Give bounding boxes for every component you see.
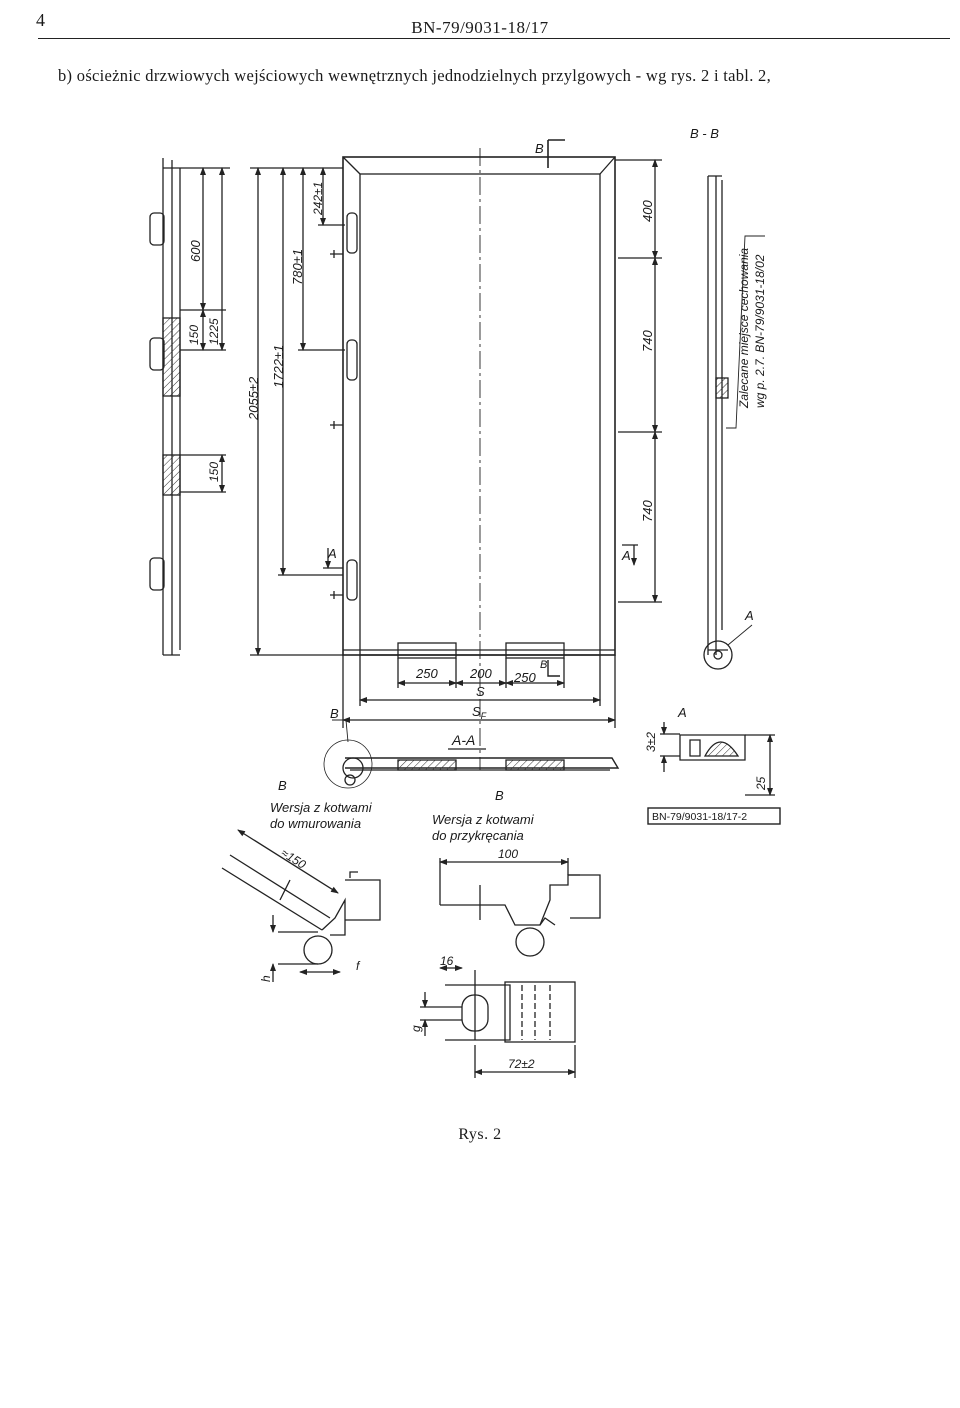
mark-b-top: B (535, 141, 544, 156)
detail-b-right: B Wersja z kotwami do przykręcania 100 1… (409, 788, 601, 1078)
dim-1722: 1722±1 (271, 345, 286, 388)
dim-h: h (259, 975, 273, 982)
mark-b-bottom: B (540, 659, 547, 671)
detail-br-title: B (495, 788, 504, 803)
front-view: B A 2055±2 1722±1 780±1 242±1 (246, 139, 662, 770)
dim-16: 16 (440, 954, 454, 968)
dim-100: 100 (498, 847, 518, 861)
figure-caption: Rys. 2 (458, 1126, 502, 1143)
dim-side-150a: 150 (187, 325, 201, 345)
header-rule (38, 38, 950, 39)
drawing-stamp: BN-79/9031-18/17-2 (652, 811, 747, 823)
mark-a-right: A (621, 548, 631, 563)
section-aa: A-A B (323, 706, 620, 789)
dim-72: 72±2 (508, 1057, 535, 1071)
dim-250a: 250 (415, 666, 438, 681)
detail-bl-line2: do wmurowania (270, 816, 361, 831)
detail-bl-title: B (278, 778, 287, 793)
dim-side-600: 600 (188, 240, 203, 262)
detail-bl-line1: Wersja z kotwami (270, 800, 373, 815)
dim-3pm2: 3±2 (644, 732, 658, 752)
bb-note-line1: Zalecane miejsce cechowania (737, 248, 751, 409)
document-id: BN-79/9031-18/17 (411, 18, 549, 37)
dim-approx-150: ≈150 (278, 846, 308, 872)
dim-242: 242±1 (311, 182, 325, 216)
detail-br-line1: Wersja z kotwami (432, 812, 535, 827)
section-aa-title: A-A (451, 732, 475, 748)
dim-s: S (476, 684, 485, 699)
dim-25: 25 (754, 776, 768, 791)
mark-a-left: A (327, 546, 337, 561)
dim-2055: 2055±2 (246, 376, 261, 421)
detail-a: A 3±2 25 BN-79/9031-18/17-2 (644, 705, 781, 825)
dim-740b: 740 (640, 500, 655, 522)
dim-sf: SF (472, 704, 487, 721)
dim-250b: 250 (513, 670, 536, 685)
section-bb: B - B Zalecane miejsce cechowania wg p. … (690, 126, 767, 670)
bb-note-line2: wg p. 2.7. BN-79/9031-18/02 (753, 254, 767, 408)
section-bb-title: B - B (690, 126, 719, 141)
dim-200: 200 (469, 666, 492, 681)
dim-side-150b: 150 (207, 462, 221, 482)
bb-mark-a: A (744, 608, 754, 623)
detail-br-line2: do przykręcania (432, 828, 524, 843)
intro-text: b) ościeżnic drzwiowych wejściowych wewn… (58, 66, 772, 85)
detail-b-left: B Wersja z kotwami do wmurowania ≈150 h … (221, 778, 381, 982)
page-number: 4 (36, 10, 45, 30)
dim-740a: 740 (640, 330, 655, 352)
dim-g: g (409, 1025, 423, 1032)
page-header: 4 BN-79/9031-18/17 (0, 0, 960, 44)
dim-side-1225: 1225 (207, 318, 221, 345)
dim-780: 780±1 (290, 249, 305, 285)
dim-f: f (356, 959, 361, 973)
side-view: 600 150 1225 150 (149, 158, 230, 656)
detail-a-title: A (677, 705, 687, 720)
dim-400: 400 (640, 200, 655, 222)
aa-mark-b: B (330, 706, 339, 721)
